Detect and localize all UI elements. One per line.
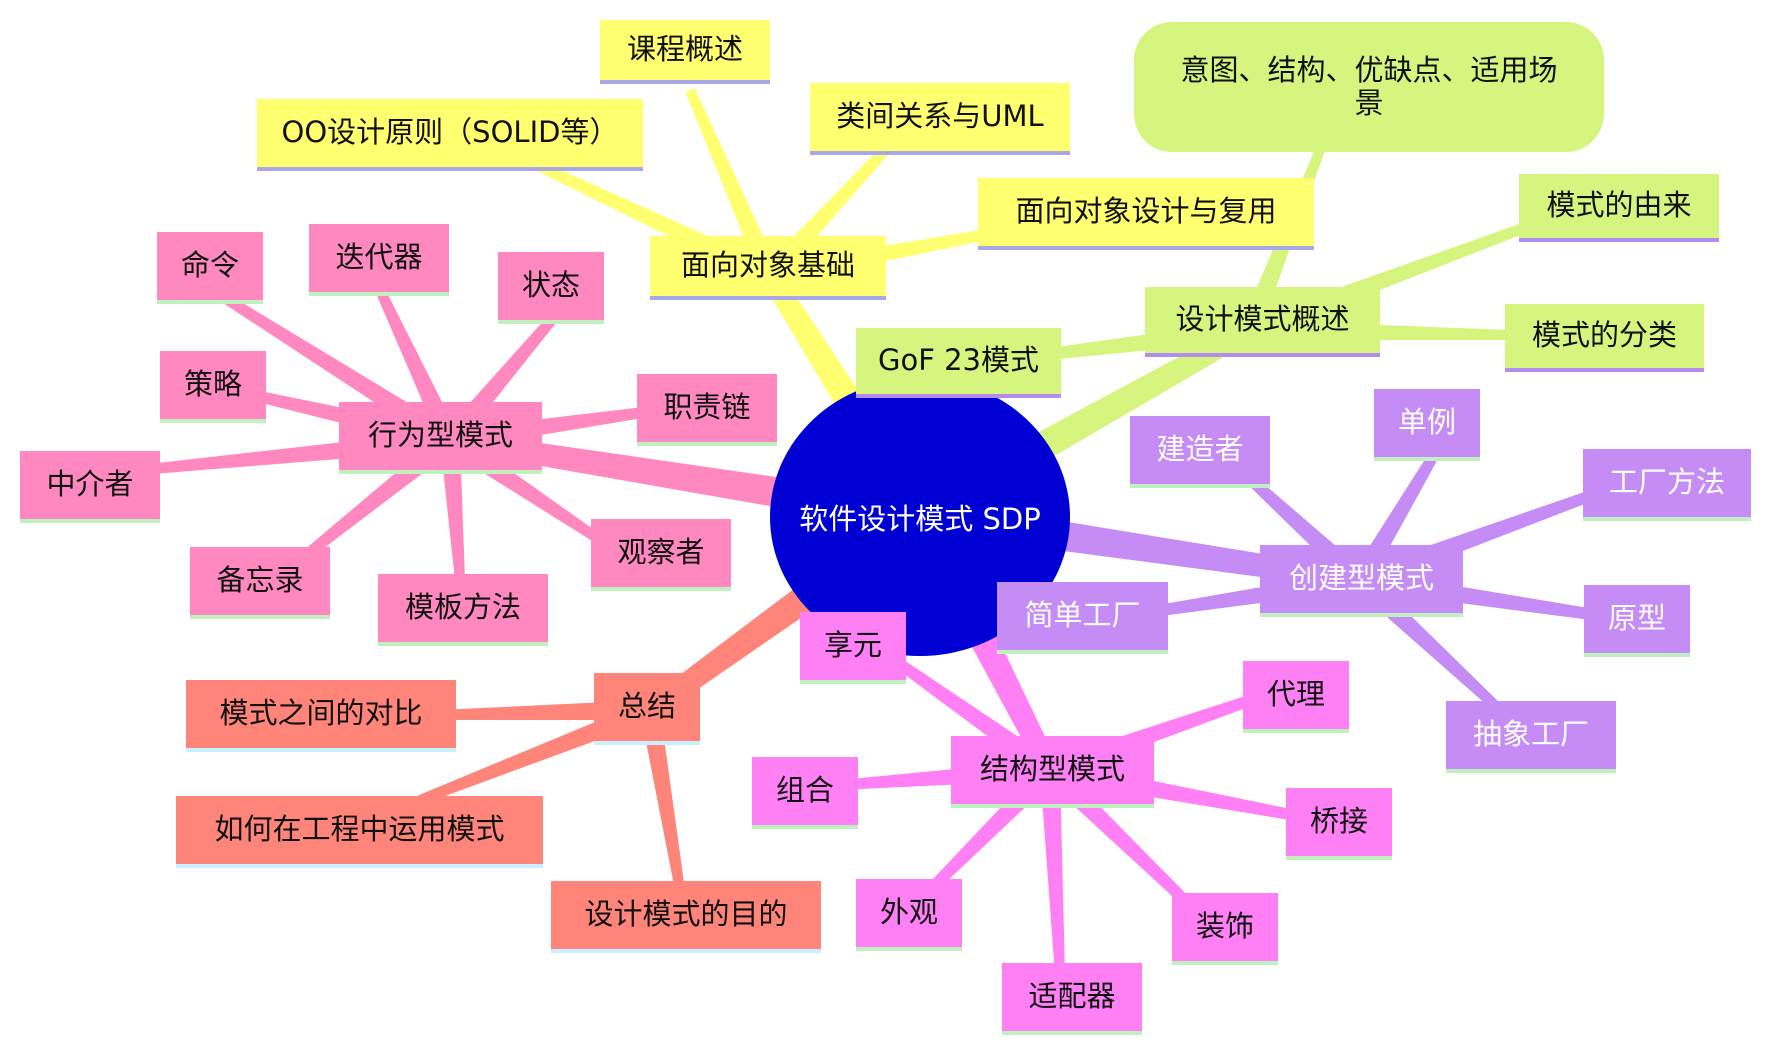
node-behavioral-6[interactable]: 备忘录: [190, 547, 330, 619]
branch-oo[interactable]: 面向对象基础: [650, 236, 886, 300]
node-behavioral-3[interactable]: 策略: [160, 351, 266, 423]
node-overview-2[interactable]: 模式的分类: [1505, 304, 1704, 372]
link-behavioral-8: [440, 439, 465, 581]
node-creational-5[interactable]: 简单工厂: [997, 582, 1168, 654]
node-summary-2[interactable]: 设计模式的目的: [551, 881, 821, 953]
node-creational-4[interactable]: 抽象工厂: [1446, 701, 1616, 773]
node-creational-2[interactable]: 工厂方法: [1583, 449, 1751, 521]
node-oo-3[interactable]: 面向对象设计与复用: [978, 178, 1314, 250]
node-creational-0[interactable]: 建造者: [1130, 416, 1270, 488]
node-behavioral-8[interactable]: 模板方法: [378, 574, 548, 646]
branch-structural[interactable]: 结构型模式: [951, 736, 1154, 808]
node-structural-1[interactable]: 代理: [1243, 661, 1349, 733]
node-overview-3[interactable]: GoF 23模式: [856, 328, 1061, 398]
link-structural-6: [1040, 769, 1065, 976]
link-summary-2: [640, 708, 685, 891]
branch-behavioral[interactable]: 行为型模式: [339, 402, 542, 474]
branch-overview[interactable]: 设计模式概述: [1145, 287, 1380, 357]
node-overview-0[interactable]: 意图、结构、优缺点、适用场景: [1134, 22, 1604, 152]
node-behavioral-1[interactable]: 迭代器: [309, 224, 449, 296]
node-creational-3[interactable]: 原型: [1584, 585, 1690, 657]
node-structural-3[interactable]: 桥接: [1286, 788, 1392, 860]
link-oo-0: [685, 88, 780, 279]
node-oo-2[interactable]: 类间关系与UML: [810, 83, 1070, 155]
node-behavioral-5[interactable]: 中介者: [20, 451, 160, 523]
branch-summary[interactable]: 总结: [594, 673, 700, 745]
node-behavioral-4[interactable]: 职责链: [637, 374, 777, 446]
branch-creational[interactable]: 创建型模式: [1260, 545, 1463, 617]
node-creational-1[interactable]: 单例: [1374, 389, 1480, 461]
node-oo-1[interactable]: OO设计原则（SOLID等）: [257, 99, 643, 171]
node-summary-1[interactable]: 如何在工程中运用模式: [176, 796, 543, 868]
node-summary-0[interactable]: 模式之间的对比: [186, 680, 456, 752]
node-oo-0[interactable]: 课程概述: [600, 20, 770, 84]
node-structural-5[interactable]: 装饰: [1172, 893, 1278, 965]
node-behavioral-2[interactable]: 状态: [498, 252, 604, 324]
node-behavioral-7[interactable]: 观察者: [591, 519, 731, 591]
node-structural-6[interactable]: 适配器: [1002, 963, 1142, 1035]
node-behavioral-0[interactable]: 命令: [157, 232, 263, 304]
node-structural-4[interactable]: 外观: [856, 879, 962, 951]
node-structural-2[interactable]: 组合: [752, 757, 858, 829]
node-structural-0[interactable]: 享元: [800, 612, 906, 684]
node-overview-1[interactable]: 模式的由来: [1519, 174, 1719, 242]
